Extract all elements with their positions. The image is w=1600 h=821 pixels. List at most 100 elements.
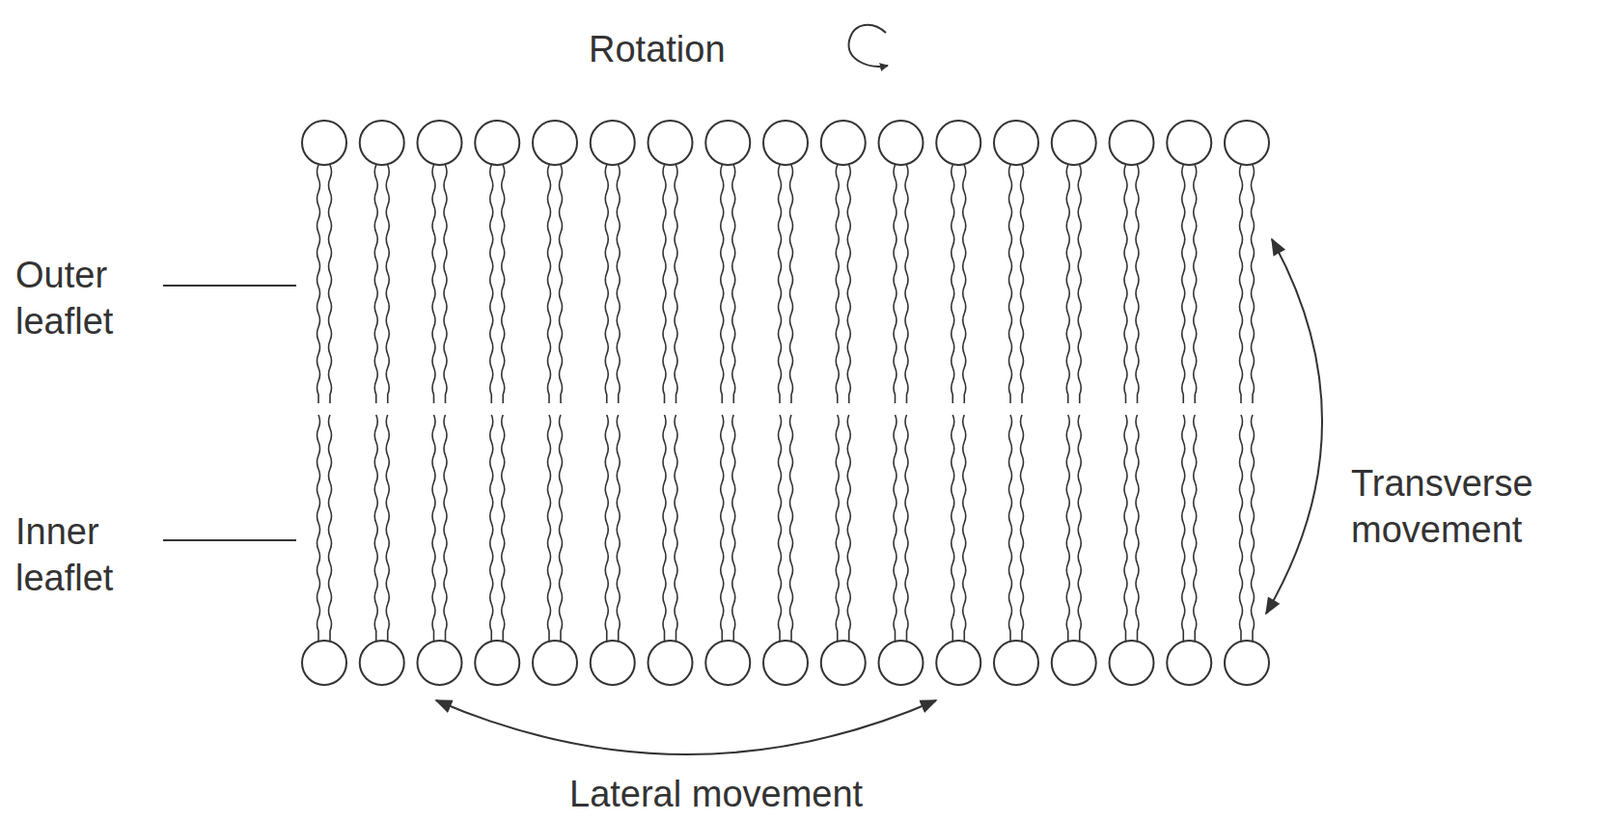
lipid-tail [1193, 165, 1197, 404]
lipid-tail [847, 165, 851, 404]
rotation-arrow [849, 25, 888, 67]
lipid-tail [374, 414, 378, 641]
lipid-tail [732, 414, 736, 641]
lipid-head [993, 120, 1039, 166]
leader-line [163, 284, 297, 287]
lipid-tail [790, 414, 794, 641]
lipid-tail [1251, 414, 1255, 641]
leaflet-label: Outer leaflet [15, 252, 113, 345]
lipid-head [648, 640, 693, 686]
lipid-head [532, 640, 578, 686]
lipid-head [821, 640, 866, 686]
lipid-head [879, 640, 924, 686]
lipid-tail [674, 165, 678, 404]
lipid-head [1109, 120, 1155, 166]
leaflet-label: Inner leaflet [15, 509, 113, 602]
lipid-head [648, 120, 693, 166]
lipid-head [821, 120, 866, 166]
lipid-tail [1193, 414, 1197, 641]
lipid-tail [1009, 414, 1013, 641]
lipid-tail [616, 165, 620, 404]
lipid-tail [847, 414, 851, 641]
lipid-tail [1240, 414, 1243, 641]
lipid-tail [605, 165, 608, 404]
lipid-tail [905, 414, 909, 641]
lipid-tail [778, 414, 782, 641]
lipid-head [1166, 120, 1212, 166]
lipid-tail [1182, 165, 1186, 404]
lipid-tail [1066, 165, 1070, 404]
lipid-head [474, 120, 520, 166]
lipid-head [532, 120, 578, 166]
lipid-head [763, 640, 808, 686]
lipid-head [590, 120, 635, 166]
lipid-tail [1077, 165, 1081, 404]
lipid-tail [905, 165, 909, 404]
lipid-head [474, 640, 520, 686]
lipid-head [705, 120, 750, 166]
lipid-head [302, 640, 347, 686]
lipid-tail [490, 414, 494, 641]
lipid-head [705, 640, 750, 686]
lipid-tail [432, 165, 436, 404]
lipid-tail [1020, 414, 1024, 641]
lipid-tail [662, 414, 666, 641]
lipid-tail [1009, 165, 1013, 404]
leader-line [163, 539, 297, 542]
lipid-tail [616, 414, 620, 641]
lipid-tail [1240, 165, 1243, 404]
lipid-tail [501, 414, 505, 641]
lipid-tail [720, 165, 724, 404]
lipid-tail [1020, 165, 1024, 404]
lipid-tail [432, 414, 436, 641]
lipid-tail [835, 165, 839, 404]
lipid-head [936, 640, 981, 686]
lipid-tail [605, 414, 608, 641]
lipid-tail [893, 414, 897, 641]
lipid-head [417, 120, 463, 166]
movement-label: Transverse movement [1351, 461, 1534, 553]
lipid-head [590, 640, 635, 686]
lipid-tail [951, 165, 955, 404]
lipid-tail [374, 165, 378, 404]
lipid-tail [1182, 414, 1186, 641]
lipid-tail [732, 165, 736, 404]
lipid-tail [386, 414, 389, 641]
lipid-tail [386, 165, 389, 404]
lipid-tail [951, 414, 955, 641]
lipid-tail [501, 165, 505, 404]
lipid-tail [662, 165, 666, 404]
lipid-tail [720, 414, 724, 641]
lateral-arrow [436, 700, 937, 755]
lipid-tail [790, 165, 794, 404]
lipid-tail [1251, 165, 1255, 404]
movement-label: Lateral movement [569, 772, 863, 819]
lipid-tail [1077, 414, 1081, 641]
lipid-tail [963, 165, 966, 404]
movement-label: Rotation [588, 27, 726, 74]
lipid-tail [1066, 414, 1070, 641]
lipid-head [359, 640, 405, 686]
lipid-tail [893, 165, 897, 404]
lipid-head [1051, 120, 1097, 166]
lipid-tail [559, 414, 563, 641]
lipid-tail [559, 165, 563, 404]
lipid-molecules [302, 120, 1269, 686]
lipid-tail [490, 165, 494, 404]
lipid-tail [548, 165, 552, 404]
lipid-head [1109, 640, 1155, 686]
lipid-head [1051, 640, 1097, 686]
lipid-head [1224, 640, 1269, 686]
lipid-tail [835, 414, 839, 641]
lipid-head [417, 640, 463, 686]
lipid-head [936, 120, 981, 166]
lipid-head [1166, 640, 1212, 686]
lipid-tail [1135, 414, 1139, 641]
lipid-tail [317, 414, 321, 641]
lipid-head [359, 120, 405, 166]
lipid-tail [329, 414, 332, 641]
lipid-tail [443, 414, 447, 641]
lipid-head [302, 120, 347, 166]
lipid-tail [963, 414, 966, 641]
